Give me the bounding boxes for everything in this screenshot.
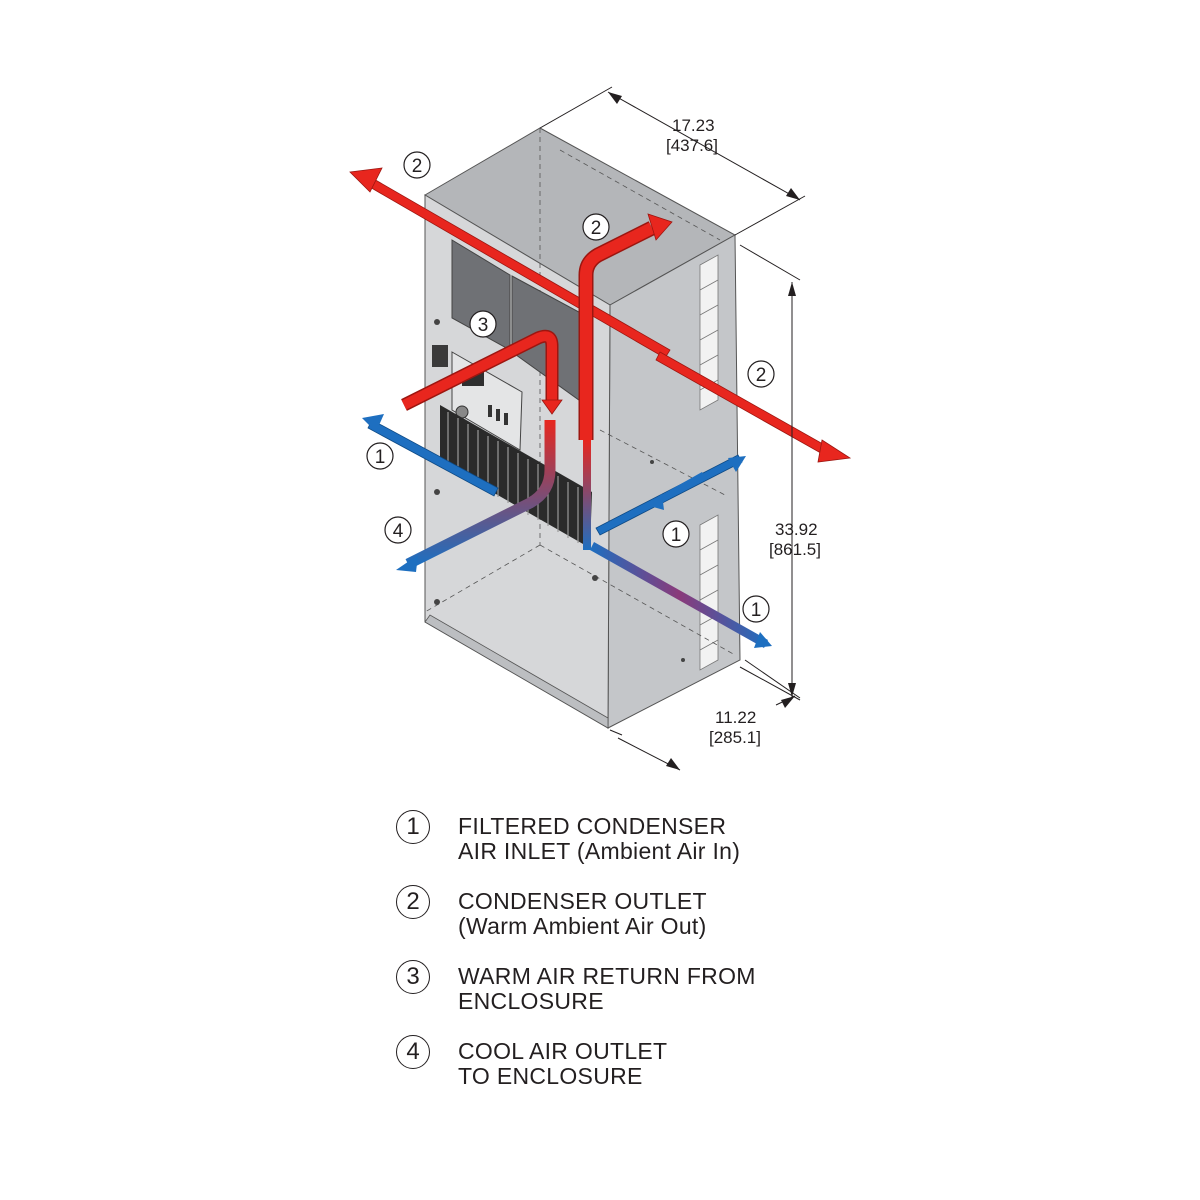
legend-line-1: COOL AIR OUTLET — [458, 1038, 668, 1064]
legend-line-1: WARM AIR RETURN FROM — [458, 963, 756, 989]
legend-line-1: CONDENSER OUTLET — [458, 888, 707, 914]
callout-2-top-center: 2 — [582, 213, 610, 241]
legend-line-2: AIR INLET (Ambient Air In) — [458, 838, 741, 864]
arrow-inlet-right-lower — [590, 542, 772, 648]
legend-line-2: ENCLOSURE — [458, 988, 604, 1014]
svg-text:1: 1 — [671, 525, 682, 546]
svg-text:2: 2 — [591, 218, 602, 239]
dimension-arrowheads — [608, 92, 800, 770]
legend-number: 4 — [396, 1035, 430, 1069]
svg-text:1: 1 — [375, 447, 386, 468]
legend-item-1: 1 FILTERED CONDENSER AIR INLET (Ambient … — [396, 810, 996, 885]
terminal-block — [488, 405, 508, 425]
callout-2-top-left: 2 — [403, 151, 431, 179]
arrow-inlet-right-middle — [646, 472, 706, 510]
svg-text:2: 2 — [412, 156, 423, 177]
diagram-callouts: 2 2 2 3 1 4 1 1 — [366, 151, 775, 623]
arrow-cool-air-outlet — [396, 420, 556, 572]
arrow-vertical-connector — [583, 440, 591, 550]
svg-text:2: 2 — [756, 365, 767, 386]
legend-line-2: (Warm Ambient Air Out) — [458, 913, 707, 939]
legend-label: COOL AIR OUTLET TO ENCLOSURE — [458, 1039, 667, 1089]
mounting-holes — [434, 319, 685, 662]
callout-2-right: 2 — [747, 360, 775, 388]
callout-3: 3 — [469, 310, 497, 338]
legend-line-1: FILTERED CONDENSER — [458, 813, 727, 839]
dim-depth-metric: [285.1] — [709, 728, 761, 747]
dim-width-value: 17.23 — [672, 116, 715, 135]
svg-text:3: 3 — [478, 315, 489, 336]
arrow-condenser-vertical — [578, 213, 673, 440]
dim-height-value: 33.92 — [775, 520, 818, 539]
legend-number: 2 — [396, 885, 430, 919]
legend-label: WARM AIR RETURN FROM ENCLOSURE — [458, 964, 756, 1014]
dim-height-metric: [861.5] — [769, 540, 821, 559]
legend-label: FILTERED CONDENSER AIR INLET (Ambient Ai… — [458, 814, 740, 864]
callout-1-right-middle: 1 — [662, 520, 690, 548]
callout-1-left: 1 — [366, 442, 394, 470]
arrow-warm-air-return — [401, 329, 563, 415]
side-vent-upper — [699, 254, 719, 411]
legend-line-2: TO ENCLOSURE — [458, 1063, 643, 1089]
callout-4: 4 — [384, 516, 412, 544]
legend: 1 FILTERED CONDENSER AIR INLET (Ambient … — [396, 810, 996, 1110]
arrow-condenser-outlet-right — [655, 351, 852, 463]
arrow-inlet-left — [362, 414, 499, 497]
svg-text:1: 1 — [751, 600, 762, 621]
legend-item-4: 4 COOL AIR OUTLET TO ENCLOSURE — [396, 1035, 996, 1110]
legend-label: CONDENSER OUTLET (Warm Ambient Air Out) — [458, 889, 707, 939]
dim-width-metric: [437.6] — [666, 136, 718, 155]
coil-grille — [440, 405, 592, 548]
legend-number: 3 — [396, 960, 430, 994]
callout-1-right-lower: 1 — [742, 595, 770, 623]
unit-bottom-lip — [424, 614, 609, 729]
legend-item-3: 3 WARM AIR RETURN FROM ENCLOSURE — [396, 960, 996, 1035]
air-conditioner-diagram: 17.23 [437.6] 33.92 [861.5] 11.22 [285.1… — [349, 86, 852, 771]
dim-depth-value: 11.22 — [715, 708, 756, 727]
svg-text:4: 4 — [393, 521, 404, 542]
airflow-arrows — [349, 167, 852, 648]
unit-side-face — [607, 234, 741, 729]
power-switch — [432, 345, 448, 367]
legend-item-2: 2 CONDENSER OUTLET (Warm Ambient Air Out… — [396, 885, 996, 960]
side-vent-lower — [699, 514, 719, 671]
legend-number: 1 — [396, 810, 430, 844]
